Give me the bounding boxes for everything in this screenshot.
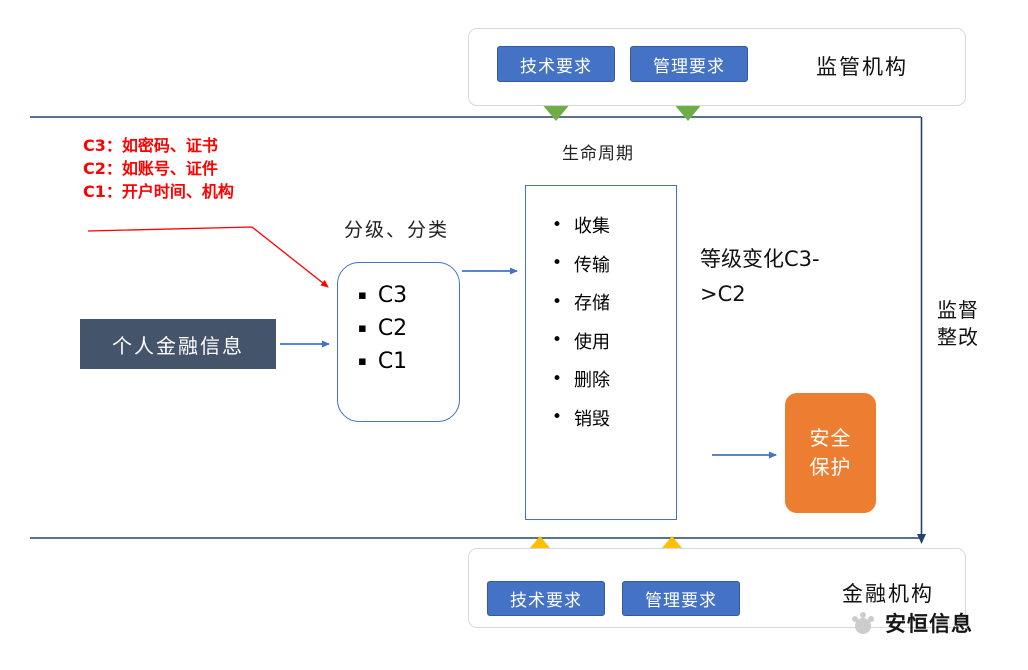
classification-box: ▪ C3 ▪ C2 ▪ C1	[337, 262, 460, 422]
financial-institution-label: 金融机构	[842, 582, 934, 606]
c-level-notes: C3：如密码、证书 C2：如账号、证件 C1：开户时间、机构	[83, 134, 234, 203]
lifecycle-stage-label: 销毁	[574, 408, 611, 430]
lifecycle-stage-delete: • 删除	[552, 360, 676, 399]
c3-note: C3：如密码、证书	[83, 136, 218, 155]
c1-note: C1：开户时间、机构	[83, 182, 234, 201]
financial-mgmt-requirements-button: 管理要求	[622, 581, 740, 616]
security-protection-box: 安全 保护	[785, 393, 876, 513]
regulator-label: 监管机构	[816, 55, 908, 79]
square-bullet-icon: ▪	[358, 354, 367, 369]
supervision-line2: 整改	[937, 325, 979, 349]
classification-item-label: C2	[377, 316, 408, 341]
lifecycle-title: 生命周期	[562, 144, 634, 164]
square-bullet-icon: ▪	[358, 321, 367, 336]
classification-label: 分级、分类	[344, 219, 450, 241]
classification-item-label: C1	[377, 349, 408, 374]
lifecycle-stage-use: • 使用	[552, 322, 676, 361]
lifecycle-stage-label: 传输	[574, 254, 611, 276]
lifecycle-stage-store: • 存储	[552, 283, 676, 322]
dot-bullet-icon: •	[552, 407, 563, 428]
classification-item-c3: ▪ C3	[358, 279, 459, 312]
lifecycle-box: • 收集 • 传输 • 存储 • 使用 • 删除 • 销毁	[525, 185, 677, 520]
watermark: 安恒信息	[848, 607, 973, 639]
dot-bullet-icon: •	[552, 368, 563, 389]
c2-note: C2：如账号、证件	[83, 159, 218, 178]
lifecycle-stage-collect: • 收集	[552, 206, 676, 245]
dot-bullet-icon: •	[552, 253, 563, 274]
lifecycle-stage-label: 使用	[574, 331, 611, 353]
level-change-note: 等级变化C3- >C2	[700, 242, 820, 312]
lifecycle-stage-label: 删除	[574, 370, 611, 392]
watermark-text: 安恒信息	[885, 612, 973, 636]
level-change-line1: 等级变化C3-	[700, 247, 820, 271]
protection-line1: 安全	[809, 426, 852, 450]
supervision-line1: 监督	[937, 298, 979, 322]
regulator-mgmt-requirements-button: 管理要求	[630, 46, 748, 82]
classification-item-c1: ▪ C1	[358, 345, 459, 378]
red-annotation-arrow	[87, 226, 329, 288]
lifecycle-stage-destroy: • 销毁	[552, 399, 676, 438]
lifecycle-stage-transmit: • 传输	[552, 245, 676, 284]
lifecycle-stage-label: 存储	[574, 293, 611, 315]
square-bullet-icon: ▪	[358, 288, 367, 303]
supervision-note: 监督 整改	[937, 297, 979, 351]
regulator-tech-requirements-button: 技术要求	[497, 46, 615, 82]
lifecycle-stage-label: 收集	[574, 216, 611, 238]
classification-item-c2: ▪ C2	[358, 312, 459, 345]
classification-item-label: C3	[377, 283, 408, 308]
anheng-logo-icon	[852, 612, 874, 634]
level-change-line2: >C2	[700, 282, 746, 306]
dot-bullet-icon: •	[552, 291, 563, 312]
financial-tech-requirements-button: 技术要求	[487, 581, 605, 616]
protection-line2: 保护	[809, 455, 852, 479]
dot-bullet-icon: •	[552, 214, 563, 235]
personal-financial-info-box: 个人金融信息	[80, 319, 276, 369]
dot-bullet-icon: •	[552, 330, 563, 351]
